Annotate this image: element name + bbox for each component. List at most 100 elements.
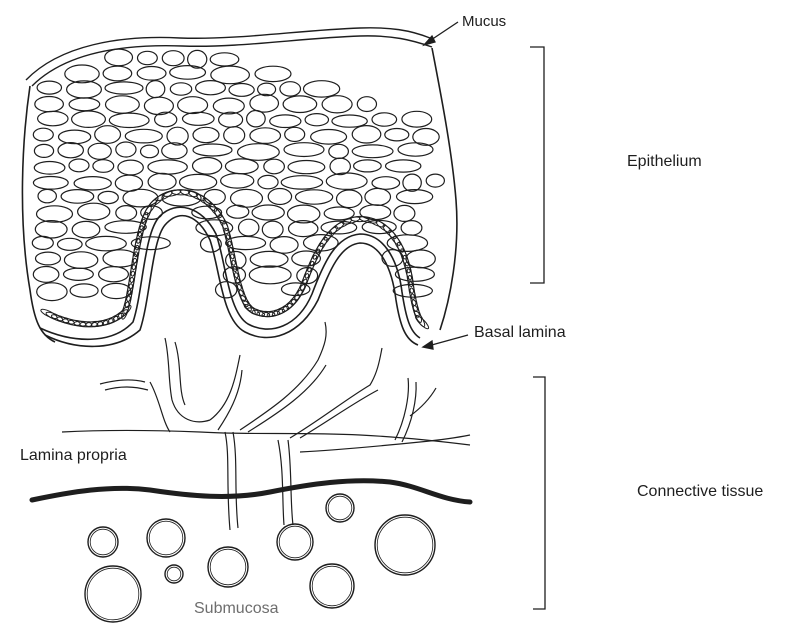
epithelial-cell [109,113,149,127]
epithelial-cell [231,189,263,207]
epithelial-cell [148,173,176,190]
epithelial-cell [155,112,177,127]
epithelial-cell [116,142,136,157]
muscularis-mucosae-line [32,481,470,502]
epithelial-cell [403,174,421,191]
epithelial-cell [284,143,324,157]
epithelial-cell [33,267,59,283]
epithelial-cell [304,81,340,97]
epithelial-cell [69,98,100,111]
lamina-propria-fibers [62,322,470,530]
submucosa-circle-inner [210,549,246,585]
epithelial-cell [393,284,432,297]
epithelial-cell [95,126,121,144]
epithelial-cell [98,191,118,203]
submucosa-circle-inner [167,567,181,581]
epithelial-cell [247,111,266,127]
epithelial-cell [332,115,367,127]
epithelial-cell [255,66,291,81]
epithelial-cell [32,236,53,249]
epithelial-cell [229,84,254,97]
epithelial-cell [74,177,111,190]
epithelial-cell [402,111,432,127]
basal-lamina-label: Basal lamina [474,324,566,341]
lamina-propria-label: Lamina propria [20,447,127,464]
submucosa-label: Submucosa [194,600,279,617]
submucosa-circle-inner [90,529,116,555]
epithelial-cell [72,111,106,127]
epithelial-cell [72,221,100,237]
epithelial-cell [70,284,98,297]
epithelial-cell [193,127,219,142]
epithelial-cell [352,126,381,143]
epithelial-cell [183,112,215,125]
epithelial-cell [106,96,140,113]
epithelial-cell [252,205,284,220]
epithelial-cell [258,175,278,188]
epithelial-cell [270,115,301,128]
epithelial-cell [37,81,61,94]
epithelial-cell [67,81,102,98]
epithelial-cell [162,51,184,66]
epithelial-cell [426,174,444,187]
epithelial-cell [35,221,67,238]
submucosa-circle [326,494,354,522]
epithelial-cell [401,221,422,236]
epithelial-cell [180,174,217,190]
epithelial-cell [322,96,352,113]
epithelial-cell [167,127,188,145]
submucosa-circle-inner [312,566,352,606]
connective-tissue-label: Connective tissue [637,483,763,500]
epithelial-cell [88,143,111,159]
epithelial-cell [38,189,56,202]
epithelial-cell [239,219,259,236]
epithelial-cell [311,130,347,145]
submucosa-circle-inner [279,526,311,558]
epithelial-cell [193,158,222,175]
epithelial-cell [305,114,328,126]
epithelial-cell [296,190,333,204]
epithelial-cell [330,158,350,175]
epithelial-cell [34,162,65,175]
epithelial-cell [360,205,391,220]
epithelial-cell [118,160,143,175]
epithelial-cell [116,206,137,221]
epithelial-cell [250,94,279,112]
epithelial-cell [105,82,143,94]
epithelial-cell [65,65,99,83]
mucus-label: Mucus [462,13,506,30]
epithelial-cell [249,266,291,284]
epithelial-cell [227,205,249,218]
epithelial-cell [372,113,397,126]
epithelial-cell [268,189,291,205]
epithelial-cell [36,252,61,265]
epithelial-cell [372,177,400,190]
epithelial-cell [354,160,382,172]
submucosa-circle-inner [87,568,139,620]
epithelial-cell [138,51,158,64]
epithelial-cell [141,145,159,158]
epithelial-cell [148,160,187,174]
epithelial-cell [280,82,301,96]
epithelial-cell [64,268,94,280]
epithelial-cell [103,66,132,81]
epithelial-cell [238,144,280,161]
epithelial-cell [397,190,433,204]
epithelial-cell [37,206,73,222]
epithelial-cell [34,144,53,157]
epithelial-cell [170,66,206,80]
epithelial-cell [270,237,298,254]
epithelial-cell [258,83,276,96]
epithelial-cell [216,282,237,298]
epithelial-cell [357,97,376,112]
epithelial-cells [32,49,444,301]
epithelial-cell [285,127,305,141]
epithelial-cell [288,161,325,174]
epithelial-cell [64,252,97,269]
submucosa-circle [85,566,141,622]
epithelial-cell [196,81,226,95]
submucosa-circle [310,564,354,608]
epithelial-cell [210,53,239,66]
submucosa-circle [277,524,313,560]
epithelial-cell [394,205,415,221]
